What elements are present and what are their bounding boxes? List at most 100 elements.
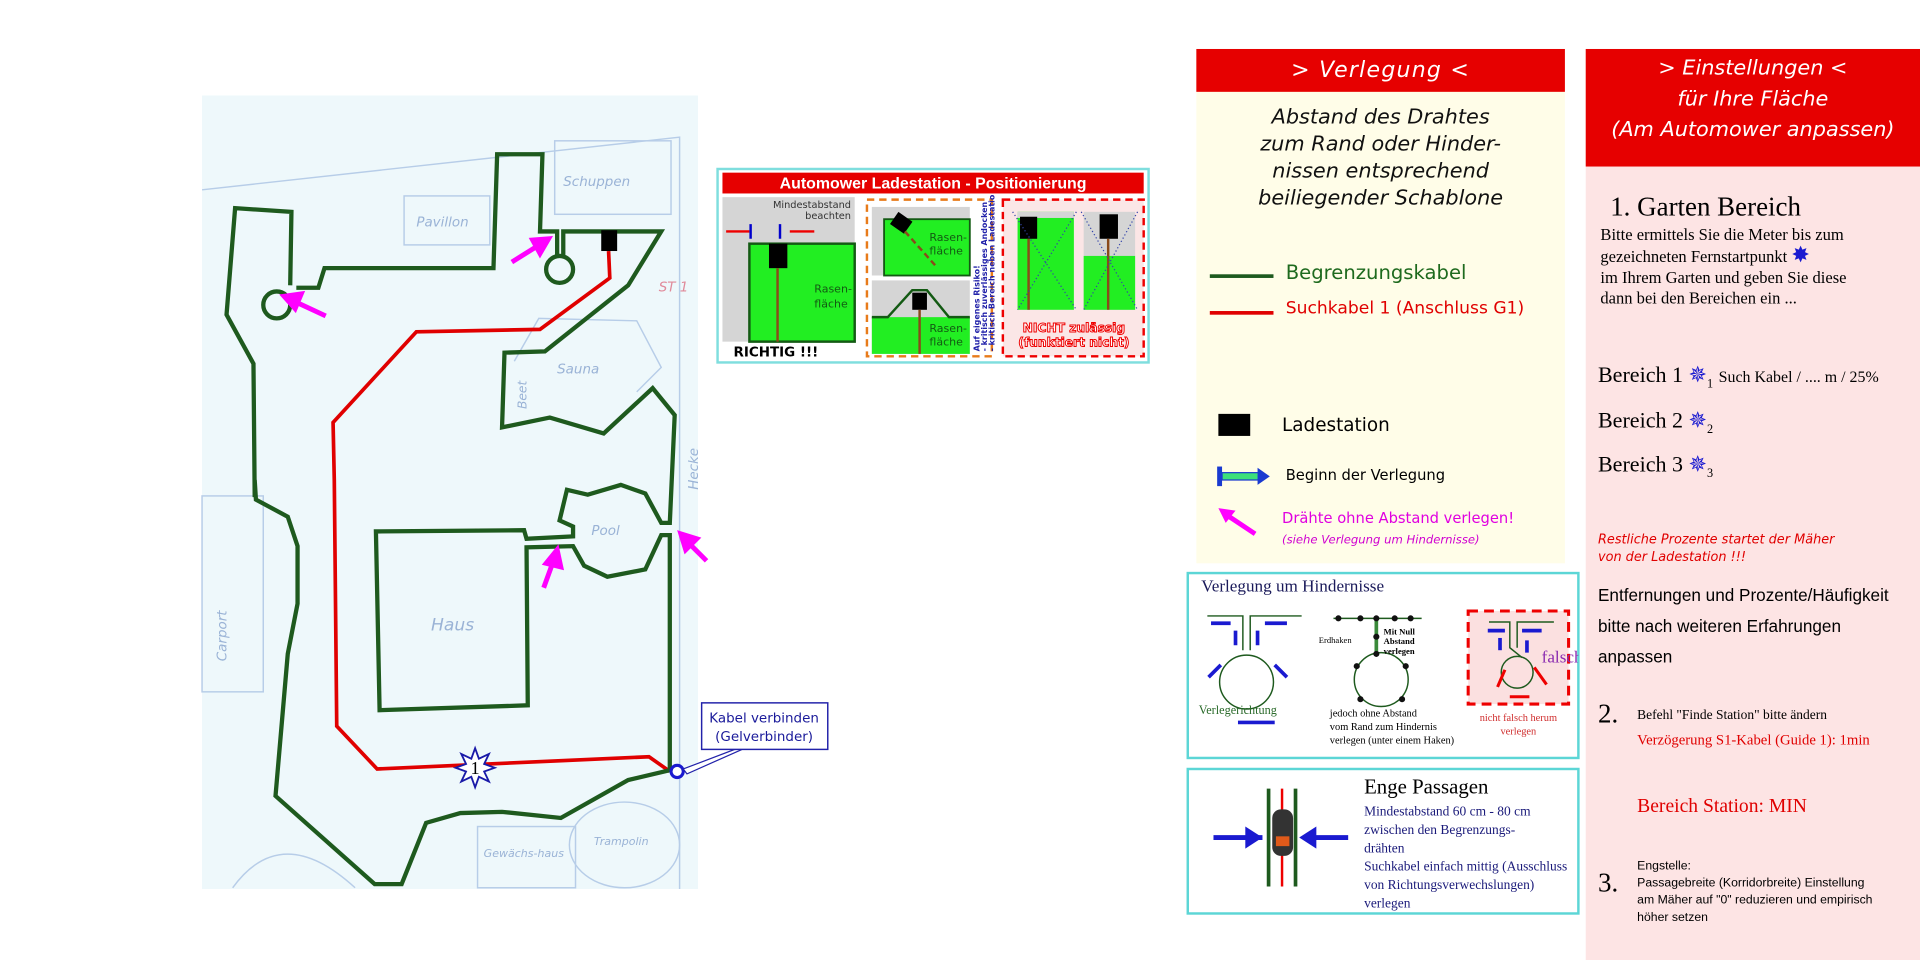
settings-header-line: für Ihre Fläche bbox=[1677, 86, 1829, 112]
charging-station-positioning-panel: Automower Ladestation - Positionierung M… bbox=[716, 167, 1150, 364]
label-bed: Beet bbox=[516, 380, 530, 409]
passage-line: drähten bbox=[1364, 841, 1405, 856]
section3-text: Engstelle: bbox=[1637, 859, 1691, 874]
guide-wire bbox=[331, 250, 671, 773]
connector-callout-line1: Kabel verbinden bbox=[709, 711, 819, 726]
installation-panel: > Verlegung < Abstand des Drahtes zum Ra… bbox=[1196, 48, 1565, 564]
intro-line: zum Rand oder Hinder- bbox=[1260, 132, 1502, 157]
svg-text:verlegen (unter einem Haken): verlegen (unter einem Haken) bbox=[1330, 735, 1454, 746]
obstacles-panel: Verlegung um Hindernisse Verlegerichtung… bbox=[1186, 571, 1580, 760]
section3-number: 3. bbox=[1597, 866, 1619, 898]
risk-label: Auf eigenes Risiko! bbox=[973, 265, 982, 351]
label-carport: Carport bbox=[216, 610, 231, 661]
settings-header-line: > Einstellungen < bbox=[1658, 56, 1848, 81]
label-trampoline: Trampolin bbox=[594, 835, 649, 848]
label-shed: Schuppen bbox=[563, 175, 630, 190]
area-star-icon: ✵1 bbox=[1688, 362, 1714, 392]
start-arrow-icon bbox=[1217, 466, 1270, 487]
hook-label: Erdhaken bbox=[1319, 635, 1353, 645]
area-row: Bereich 2 ✵2 bbox=[1597, 407, 1714, 437]
obstacle-note: jedoch ohne Abstand bbox=[1329, 708, 1418, 719]
connector-callout-line2: (Gelverbinder) bbox=[715, 730, 813, 745]
rest-note: Restliche Prozente startet der Mäher bbox=[1597, 532, 1835, 548]
area-row: Bereich 3 ✵3 bbox=[1597, 452, 1714, 481]
min-distance-label-2: beachten bbox=[805, 211, 851, 222]
adjust-note: Entfernungen und Prozente/Häufigkeit bbox=[1597, 585, 1889, 605]
svg-text:1: 1 bbox=[471, 758, 480, 778]
intro-line: Abstand des Drahtes bbox=[1271, 105, 1490, 130]
magenta-arrow-icon bbox=[1218, 508, 1257, 536]
section1-text: gezeichneten Fernstartpunkt ✸ bbox=[1600, 242, 1810, 267]
start-point-star-icon: 1 bbox=[452, 745, 498, 791]
legend-station: Ladestation bbox=[1282, 413, 1390, 436]
no-gap-arrows bbox=[279, 235, 709, 589]
section3-text: höher setzen bbox=[1637, 911, 1708, 925]
label-hedge: Hecke bbox=[687, 448, 702, 490]
direction-label: Verlegerichtung bbox=[1199, 703, 1277, 717]
pencil-sketch bbox=[201, 136, 681, 889]
not-allowed-label: NICHT zulässig bbox=[1023, 321, 1125, 335]
svg-text:- kritisch zuverlässiges Andoc: - kritisch zuverlässiges Andocken bbox=[980, 201, 989, 351]
svg-text:fläche: fläche bbox=[929, 335, 963, 348]
min-distance-label: Mindestabstand bbox=[773, 200, 851, 211]
section3-text: am Mäher auf "0" reduzieren und empirisc… bbox=[1637, 893, 1873, 908]
correct-label: RICHTIG !!! bbox=[733, 345, 818, 360]
start-point-star-icon: ✸ bbox=[1791, 242, 1810, 267]
svg-text:Abstand: Abstand bbox=[1384, 636, 1415, 646]
wrong-note: nicht falsch herum bbox=[1480, 713, 1557, 724]
svg-text:verlegen: verlegen bbox=[1500, 727, 1537, 738]
svg-text:Rasen-: Rasen- bbox=[929, 231, 967, 244]
label-greenhouse: Gewächs-haus bbox=[484, 847, 565, 860]
guide-wire-swatch bbox=[1209, 311, 1274, 315]
passage-line: Mindestabstand 60 cm - 80 cm bbox=[1364, 804, 1531, 820]
passages-title: Enge Passagen bbox=[1364, 775, 1489, 799]
section2-delay: Verzögerung S1-Kabel (Guide 1): 1min bbox=[1637, 731, 1870, 749]
label-pavilion: Pavillon bbox=[416, 216, 468, 231]
adjust-note: bitte nach weiteren Erfahrungen anpassen bbox=[1597, 615, 1841, 667]
station-area: Bereich Station: MIN bbox=[1637, 795, 1807, 817]
label-pool: Pool bbox=[591, 524, 620, 539]
intro-line: nissen entsprechend bbox=[1272, 159, 1489, 184]
section2-number: 2. bbox=[1597, 697, 1619, 729]
section3-text: Passagebreite (Korridorbreite) Einstellu… bbox=[1637, 876, 1865, 891]
passage-line: Suchkabel einfach mittig (Ausschluss bbox=[1364, 859, 1568, 875]
boundary-wire-swatch bbox=[1209, 274, 1274, 278]
settings-header: > Einstellungen < für Ihre Fläche (Am Au… bbox=[1585, 48, 1920, 167]
garden-plan: Schuppen Pavillon Sauna Beet Pool Haus C… bbox=[201, 95, 829, 889]
passage-line: zwischen den Begrenzungs- bbox=[1364, 822, 1516, 838]
area-star-icon: ✵3 bbox=[1688, 452, 1714, 481]
lawn-label-2: fläche bbox=[814, 297, 848, 310]
area-row: Bereich 1 ✵1 Such Kabel / .... m / 25% bbox=[1597, 362, 1879, 392]
passage-line: von Richtungsverwechslungen) verlegen bbox=[1364, 877, 1535, 912]
section1-text: im Ihrem Garten und geben Sie diese bbox=[1600, 268, 1847, 287]
section2-text: Befehl "Finde Station" bitte ändern bbox=[1637, 707, 1827, 723]
legend-no-gap-note: (siehe Verlegung um Hindernisse) bbox=[1282, 533, 1480, 548]
svg-text:Rasen-: Rasen- bbox=[929, 322, 967, 335]
lawn-label: Rasen- bbox=[814, 283, 852, 296]
intro-line: beiliegender Schablone bbox=[1258, 186, 1504, 211]
label-note: ST 1 bbox=[659, 280, 689, 295]
svg-text:verlegen: verlegen bbox=[1384, 646, 1415, 656]
charging-station-icon bbox=[1218, 413, 1251, 436]
legend-guide: Suchkabel 1 (Anschluss G1) bbox=[1285, 298, 1525, 319]
installation-header: > Verlegung < bbox=[1196, 48, 1565, 92]
section1-text: dann bei den Bereichen ein ... bbox=[1600, 288, 1797, 308]
settings-header-line: (Am Automower anpassen) bbox=[1611, 117, 1895, 143]
area-star-icon: ✵2 bbox=[1688, 407, 1714, 437]
obstacles-title: Verlegung um Hindernisse bbox=[1201, 577, 1385, 597]
narrow-passages-panel: Enge Passagen Mindestabstand 60 cm - 80 … bbox=[1186, 767, 1580, 915]
label-house: Haus bbox=[431, 616, 474, 636]
legend-start: Beginn der Verlegung bbox=[1285, 466, 1446, 484]
svg-text:vom Rand zum Hindernis: vom Rand zum Hindernis bbox=[1330, 722, 1437, 733]
wire-connector-icon bbox=[669, 763, 685, 780]
settings-panel: > Einstellungen < für Ihre Fläche (Am Au… bbox=[1585, 48, 1920, 960]
panel-title: Automower Ladestation - Positionierung bbox=[722, 172, 1144, 194]
mower-passage-icon bbox=[1213, 788, 1349, 887]
rest-note: von der Ladestation !!! bbox=[1597, 549, 1747, 565]
legend-no-gap: Drähte ohne Abstand verlegen! bbox=[1282, 509, 1515, 527]
svg-text:- kritisch Bereich neben Lades: - kritisch Bereich neben Ladestation bbox=[987, 195, 996, 352]
section1-title: 1. Garten Bereich bbox=[1610, 191, 1801, 222]
svg-text:(funktiert nicht): (funktiert nicht) bbox=[1018, 336, 1129, 350]
svg-text:fläche: fläche bbox=[929, 245, 963, 258]
boundary-wire bbox=[224, 152, 677, 887]
